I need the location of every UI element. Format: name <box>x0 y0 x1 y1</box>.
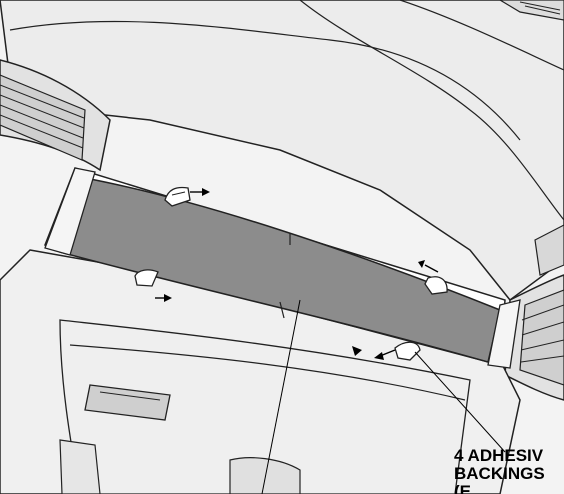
trim-right-end <box>487 299 521 369</box>
right-air-vent <box>504 224 564 401</box>
direction-arrow <box>155 294 172 302</box>
trim-panel <box>59 177 501 363</box>
direction-arrow <box>190 188 210 196</box>
direction-arrow <box>418 260 439 273</box>
callout-line-2: BACKINGS <box>454 464 545 483</box>
callout-line-1: 4 ADHESIV <box>454 447 544 465</box>
adhesive-backings-callout: 4 ADHESIV BACKINGS (E... <box>454 447 564 494</box>
defrost-vent <box>498 0 564 21</box>
kick-panel-tab <box>59 439 101 494</box>
strip-divider <box>279 301 285 319</box>
dash-contour-line <box>9 20 521 141</box>
glove-box-lip <box>69 344 466 401</box>
adhesive-backing-tab-3 <box>424 276 448 295</box>
leader-line <box>261 299 301 494</box>
center-bottom-bump <box>229 457 301 494</box>
dash-contour-line <box>299 0 564 221</box>
adhesive-backing-tab-2 <box>134 269 159 287</box>
direction-arrow <box>352 346 362 356</box>
adhesive-backing-tab-1 <box>164 186 191 207</box>
leader-line <box>414 351 506 453</box>
trim-left-end <box>44 167 96 256</box>
glove-box-handle <box>84 384 171 421</box>
callout-line-3: (E... <box>454 482 486 494</box>
direction-arrow <box>374 349 396 360</box>
left-air-vent <box>0 59 111 172</box>
dash-contour-line <box>399 0 564 71</box>
adhesive-backing-tab-4 <box>394 341 421 361</box>
